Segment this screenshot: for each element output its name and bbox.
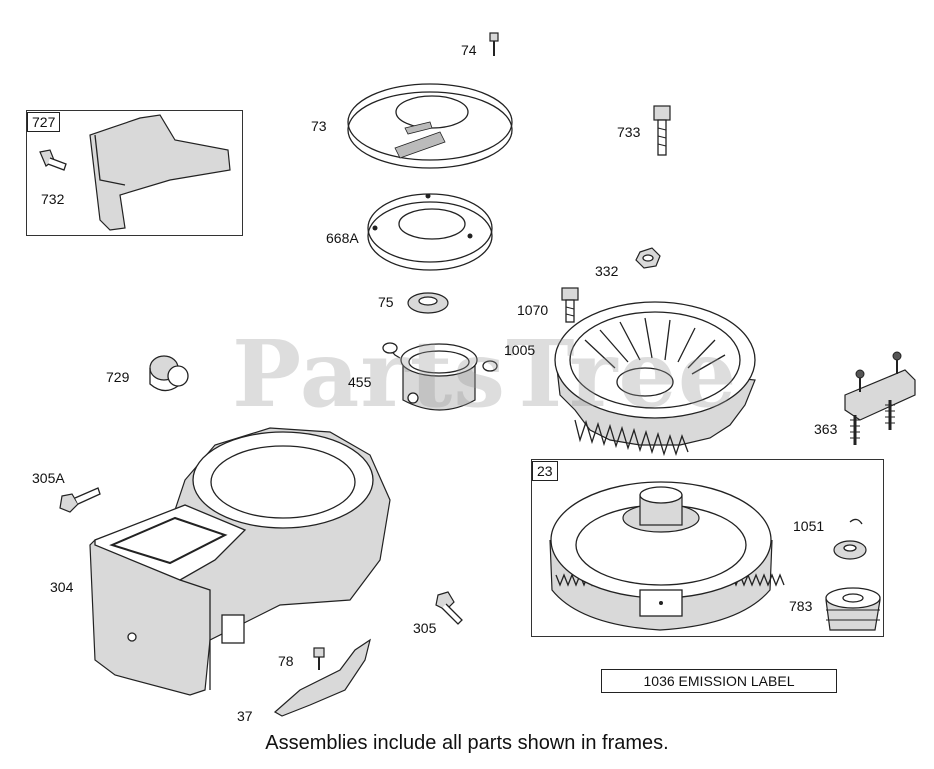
part-label-73[interactable]: 73 — [311, 118, 327, 134]
bracket-363-drawing — [844, 351, 916, 445]
blower-housing-304-drawing — [89, 427, 391, 696]
shield-727-drawing — [39, 114, 231, 231]
part-label-37[interactable]: 37 — [237, 708, 253, 724]
frame-23-tag[interactable]: 23 — [532, 461, 558, 481]
part-label-729[interactable]: 729 — [106, 369, 130, 385]
key-washer-1051-drawing — [833, 518, 867, 560]
part-label-783[interactable]: 783 — [789, 598, 813, 614]
part-label-332[interactable]: 332 — [595, 263, 619, 279]
washer-75-drawing — [407, 292, 449, 314]
bolt-1070-drawing — [561, 287, 579, 323]
part-label-305[interactable]: 305 — [413, 620, 437, 636]
flywheel-23-drawing — [549, 481, 785, 631]
ring-668A-drawing — [367, 193, 493, 271]
screw-78-drawing — [313, 647, 325, 670]
part-label-668A[interactable]: 668A — [326, 230, 359, 246]
cup-455-drawing — [382, 342, 498, 411]
part-label-1005[interactable]: 1005 — [504, 342, 536, 358]
part-label-1070[interactable]: 1070 — [517, 302, 549, 318]
footer-note: Assemblies include all parts shown in fr… — [265, 732, 669, 754]
screw-305-drawing — [435, 591, 463, 625]
screw-305A-drawing — [59, 487, 101, 513]
grommet-729-drawing — [149, 355, 189, 392]
part-label-363[interactable]: 363 — [814, 421, 838, 437]
part-label-305A[interactable]: 305A — [32, 470, 65, 486]
part-label-733[interactable]: 733 — [617, 124, 641, 140]
deflector-37-drawing — [273, 638, 371, 717]
flywheel-fan-1005-drawing — [554, 301, 756, 457]
bolt-733-drawing — [653, 105, 671, 156]
frame-727 — [26, 110, 243, 236]
rotating-screen-73-drawing — [347, 83, 513, 169]
part-label-455[interactable]: 455 — [348, 374, 372, 390]
screw-74-drawing — [489, 32, 499, 56]
watermark-text: PartsTree — [232, 320, 738, 428]
part-label-75[interactable]: 75 — [378, 294, 394, 310]
nut-332-drawing — [635, 247, 661, 269]
part-label-74[interactable]: 74 — [461, 42, 477, 58]
part-label-1051[interactable]: 1051 — [793, 518, 825, 534]
part-label-732[interactable]: 732 — [41, 191, 65, 207]
frame-727-tag[interactable]: 727 — [27, 112, 61, 132]
emission-label-box[interactable]: 1036 EMISSION LABEL — [601, 669, 837, 693]
part-label-304[interactable]: 304 — [50, 579, 74, 595]
gear-783-drawing — [825, 587, 881, 631]
part-label-78[interactable]: 78 — [278, 653, 294, 669]
frame-23 — [531, 459, 884, 637]
